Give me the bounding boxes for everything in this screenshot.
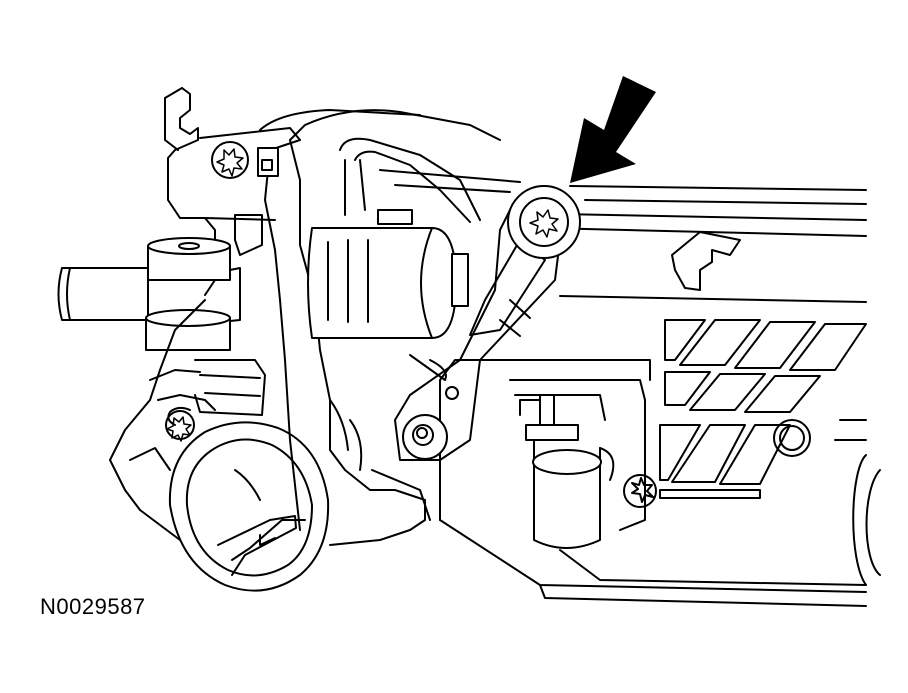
torx-bolt-highlighted [507,185,581,259]
solenoid-cylinder [307,209,469,339]
grille-ribs [659,319,881,586]
drive-shaft [57,237,241,351]
mount-ring [109,299,330,592]
left-housing [164,87,301,296]
housing-body [379,169,867,607]
sensor-actuator [509,379,657,549]
figure-reference-code: N0029587 [40,594,146,619]
callout-arrow [570,76,656,183]
bracket-arm [394,209,561,461]
bracket-clip [671,231,741,291]
